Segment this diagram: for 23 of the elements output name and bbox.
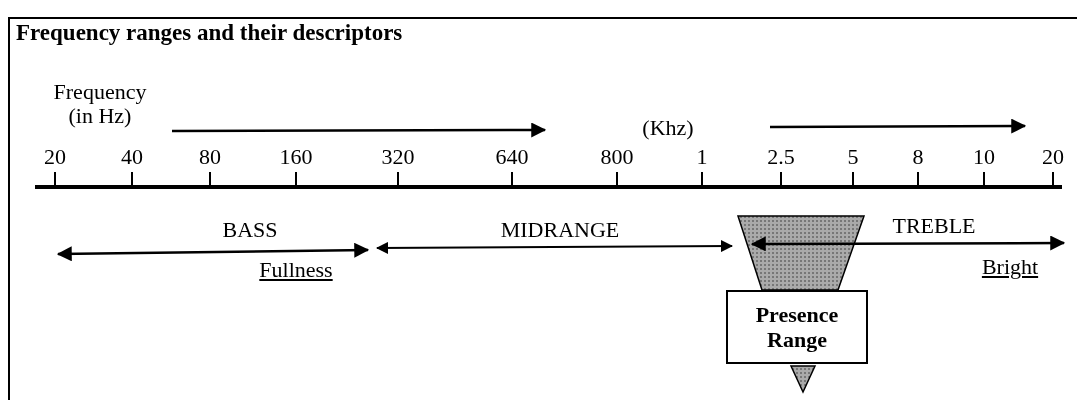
unit-label: Frequency (in Hz): [52, 80, 148, 128]
tick-label: 80: [199, 145, 221, 169]
tick-label: 5: [847, 145, 859, 169]
tick-label: 2.5: [767, 145, 795, 169]
tick-label: 20: [1042, 145, 1064, 169]
range-label: MIDRANGE: [500, 218, 620, 242]
tick-label: 1: [696, 145, 708, 169]
descriptor-label: Fullness: [259, 258, 333, 282]
tick-label: 40: [121, 145, 143, 169]
tick-label: 10: [973, 145, 995, 169]
tick-label: 160: [279, 145, 313, 169]
tick-label: 8: [912, 145, 924, 169]
tick-label: 20: [44, 145, 66, 169]
range-label: BASS: [222, 218, 278, 242]
descriptor-label: Bright: [981, 255, 1039, 279]
unit-label: (Khz): [642, 116, 694, 140]
range-label: TREBLE: [892, 214, 976, 238]
callout-text: Presence Range: [754, 302, 840, 352]
tick-label: 800: [600, 145, 634, 169]
tick-label: 640: [495, 145, 529, 169]
callout-box: [726, 290, 868, 364]
tick-label: 320: [381, 145, 415, 169]
diagram-title: Frequency ranges and their descriptors: [16, 20, 403, 46]
